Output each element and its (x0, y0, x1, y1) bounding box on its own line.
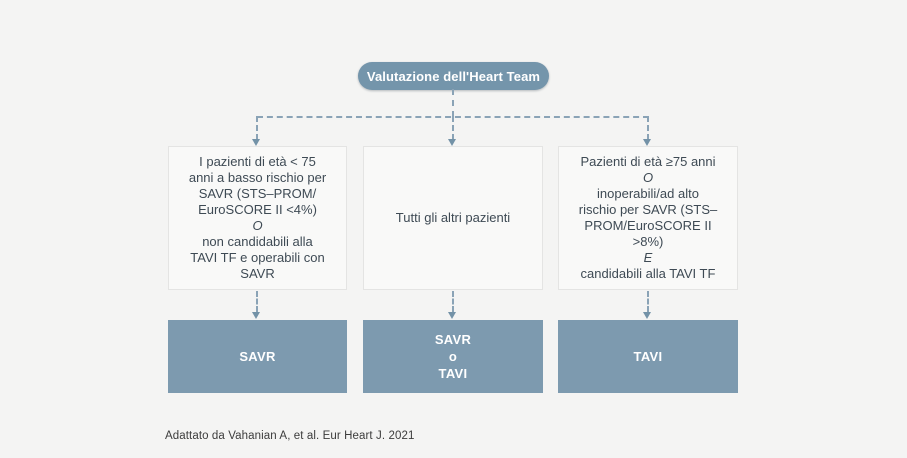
arrow-down-icon (252, 139, 260, 146)
text-line: TAVI (438, 366, 468, 381)
text-line: O (642, 170, 654, 185)
connector-outcome-left (256, 291, 258, 312)
text-line: SAVR (STS–PROM/ (198, 186, 317, 201)
text-line: >8%) (632, 234, 664, 249)
citation: Adattato da Vahanian A, et al. Eur Heart… (165, 430, 415, 442)
text-line: SAVR (239, 349, 276, 364)
text-line: Pazienti di età ≥75 anni (580, 154, 716, 169)
text-line: Tutti gli altri pazienti (395, 210, 511, 225)
connector-outcome-center (452, 291, 454, 312)
text-line: TAVI (633, 349, 663, 364)
text-line: rischio per SAVR (STS– (578, 202, 718, 217)
text-line: non candidabili alla (202, 234, 313, 249)
text-line: TAVI TF e operabili con (190, 250, 325, 265)
connector-root-stem (452, 89, 454, 117)
text-line: E (643, 250, 653, 265)
connector-drop-center (452, 116, 454, 140)
criteria-box-all-other-patients: Tutti gli altri pazienti (363, 146, 543, 290)
text-line: SAVR (240, 266, 275, 281)
outcome-box-savr: SAVR (168, 320, 347, 393)
text-line: inoperabili/ad alto (597, 186, 699, 201)
text-line: O (252, 218, 263, 233)
root-node-heart-team: Valutazione dell'Heart Team (358, 62, 549, 90)
connector-outcome-right (647, 291, 649, 312)
text-line: o (448, 349, 458, 364)
text-line: SAVR (434, 332, 472, 347)
arrow-down-icon (252, 312, 260, 319)
arrow-down-icon (448, 312, 456, 319)
arrow-down-icon (448, 139, 456, 146)
connector-drop-right (647, 116, 649, 140)
text-line: EuroSCORE II <4%) (198, 202, 317, 217)
text-line: candidabili alla TAVI TF (580, 266, 716, 281)
text-line: PROM/EuroSCORE II (584, 218, 712, 233)
connector-drop-left (256, 116, 258, 140)
outcome-box-tavi: TAVI (558, 320, 738, 393)
arrow-down-icon (643, 312, 651, 319)
text-line: anni a basso rischio per (188, 170, 327, 185)
text-line: I pazienti di età < 75 (199, 154, 316, 169)
arrow-down-icon (643, 139, 651, 146)
